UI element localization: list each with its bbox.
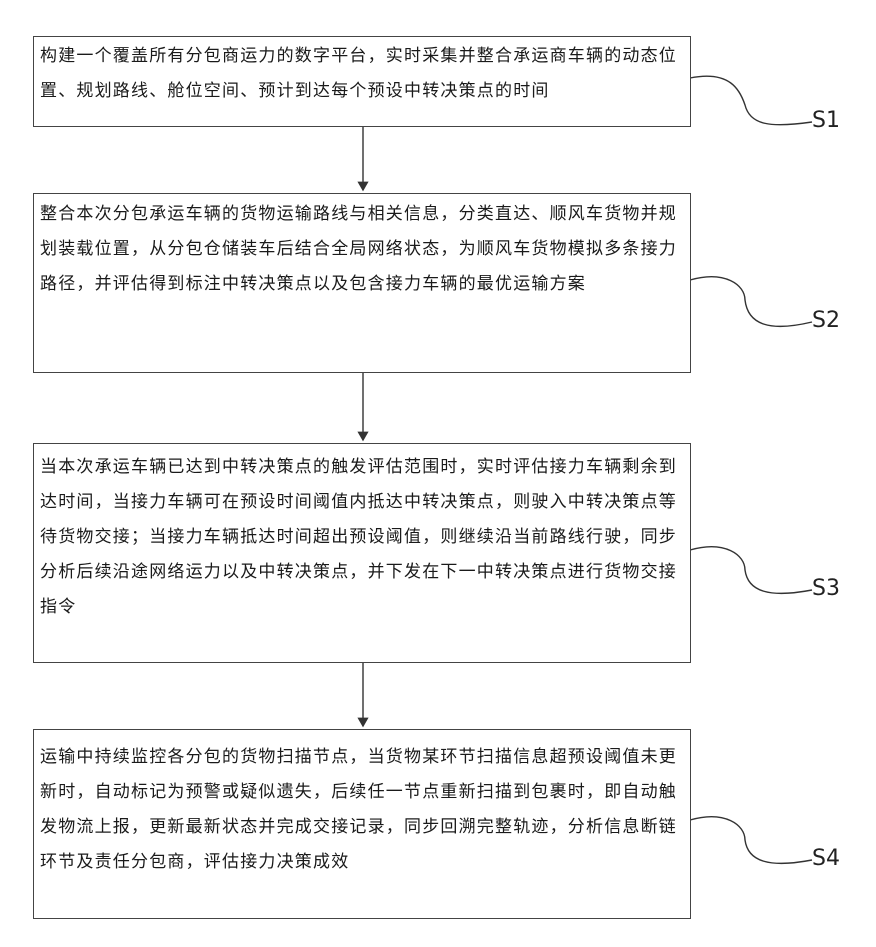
leader-line-s1	[690, 76, 812, 125]
step-label-s1: S1	[812, 108, 840, 133]
step-label-s3: S3	[812, 576, 840, 601]
leader-line-s4	[690, 817, 812, 864]
step-text-s4: 运输中持续监控各分包的货物扫描节点，当货物某环节扫描信息超预设阈值未更新时，自动…	[40, 740, 688, 880]
step-label-s4: S4	[812, 846, 840, 871]
leader-line-s2	[690, 277, 812, 327]
step-text-s3: 当本次承运车辆已达到中转决策点的触发评估范围时，实时评估接力车辆剩余到达时间，当…	[40, 450, 688, 625]
step-label-s2: S2	[812, 308, 840, 333]
step-text-s1: 构建一个覆盖所有分包商运力的数字平台，实时采集并整合承运商车辆的动态位置、规划路…	[40, 39, 688, 109]
step-text-s2: 整合本次分包承运车辆的货物运输路线与相关信息，分类直达、顺风车货物并规划装载位置…	[40, 197, 688, 302]
leader-line-s3	[690, 547, 812, 594]
